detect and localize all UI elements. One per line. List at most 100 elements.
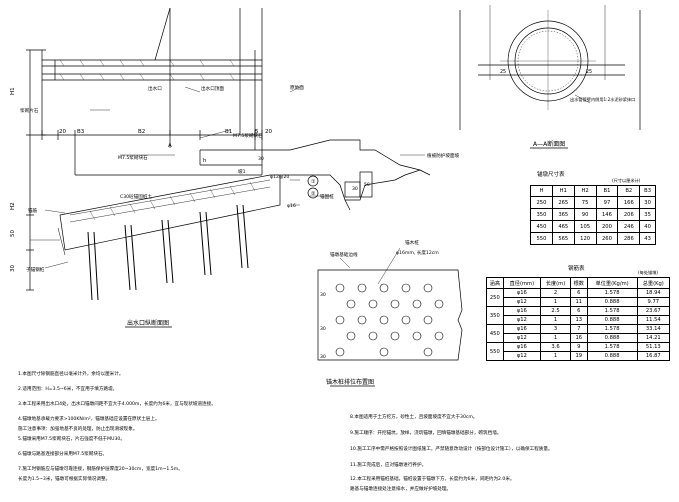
cell: 9.77 xyxy=(636,297,671,307)
cell: φ12 xyxy=(502,315,542,325)
cell: 3.6 xyxy=(540,342,571,352)
cell: 35 xyxy=(639,208,656,221)
size-h-H2: H2 xyxy=(573,185,597,197)
marker-1: ① xyxy=(311,179,316,185)
rebar-table-unit: (每处锚墩) xyxy=(638,269,658,276)
cell: 450 xyxy=(486,324,504,343)
cell: 265 xyxy=(551,196,575,209)
callout-slope: 坡1 xyxy=(238,168,246,175)
cell: 1 xyxy=(540,351,571,361)
rebar-table-title: 钢筋表 xyxy=(568,264,585,272)
cell: φ16 xyxy=(502,306,542,316)
dim-30-box: 30 xyxy=(352,186,358,192)
marker-2: ② xyxy=(311,191,316,197)
cell: 30 xyxy=(639,196,656,209)
plan-callout-right: 锚木桩 xyxy=(405,239,419,246)
dim-30-mid: 30 xyxy=(258,156,264,162)
callout-pipe-top: 出水口顶面 xyxy=(201,85,224,92)
plan-title: 锚木桩排位布置图 xyxy=(326,378,374,386)
dim-H1: H1 xyxy=(10,87,16,95)
cell: 19 xyxy=(569,351,588,361)
cell: 166 xyxy=(617,196,641,209)
cell: 90 xyxy=(573,208,597,221)
cell: 6 xyxy=(569,306,588,316)
cell: 18.94 xyxy=(636,288,671,298)
note-line: 2.适用范围：H=3.5~6米，不宜用于填方路堤。 xyxy=(18,387,118,392)
cell: 40 xyxy=(639,220,656,233)
pile-plan xyxy=(317,247,463,387)
cell: 2.5 xyxy=(540,306,571,316)
size-h-H1: H1 xyxy=(551,185,575,197)
cell: 246 xyxy=(617,220,641,233)
plan-dim-30-top: 30 xyxy=(320,292,326,298)
cell: 450 xyxy=(530,220,553,233)
table-row: 250 265 75 97 166 30 xyxy=(530,196,656,209)
cell: 565 xyxy=(551,232,575,245)
cell: 120 xyxy=(573,232,597,245)
dim-20-right: 20 xyxy=(265,129,272,135)
size-h-H: H xyxy=(530,185,553,197)
cell: φ12 xyxy=(502,351,542,361)
note-line: 1.本图尺寸除钢筋直径以毫米计外，余均以厘米计。 xyxy=(18,372,124,377)
note-line: 10.施工工序中需严格按照设计图纸施工，严禁随意改动设计（按部位设计施工），以确… xyxy=(350,447,553,452)
plan-dim-30-bot: 30 xyxy=(320,354,326,360)
dim-B1: B1 xyxy=(225,129,232,135)
cell: 33.14 xyxy=(636,324,671,334)
cell: 365 xyxy=(551,208,575,221)
aa-labels: 25 25 出水管管壁内侧用1:2水泥砂浆抹口 A—A断面图 xyxy=(500,69,635,148)
dim-H2: H2 xyxy=(10,202,16,210)
notes-left: 1.本图尺寸除钢筋直径以毫米计外，余均以厘米计。 2.适用范围：H=3.5~6米… xyxy=(18,372,216,492)
dim-50-box: 50 xyxy=(364,182,370,188)
note-line: 5.锚墩采用M7.5浆砌块石，片石强度不低于MU30。 xyxy=(18,437,125,442)
size-table: H H1 H2 B1 B2 B3 250 265 75 97 166 30 35… xyxy=(530,185,656,245)
cell: 1 xyxy=(540,297,571,307)
note-line: 3.本工程采用出水口4处，出水口锚墩间距不宜大于4.000m，长度约为6米，宜与… xyxy=(18,402,216,407)
note-line: 长度为1.5~3米，锚墩可根据实际情况调整。 xyxy=(18,477,111,482)
size-table-header: H H1 H2 B1 B2 B3 xyxy=(530,185,656,197)
note-line: 4.锚墩地基承载力要求>100KN/m²，锚墩基础应设置在原状土层上。 xyxy=(18,417,160,422)
section-title: 出水口纵断面图 xyxy=(127,319,169,327)
rebar-h-height: 涵高 xyxy=(486,277,504,289)
table-row: 350 365 90 146 206 35 xyxy=(530,208,656,221)
outlet-longitudinal-section xyxy=(26,7,431,328)
table-row: 550 φ16 3.6 9 1.578 51.13 xyxy=(486,342,671,361)
callout-mortar: M7.5浆砌块石 xyxy=(118,154,148,161)
callout-rebar: φ12@20 xyxy=(270,174,289,180)
dim-B2: B2 xyxy=(138,129,145,135)
cell: 260 xyxy=(595,232,619,245)
note-line: 施工注意事项：加强地基不良的处理，防止出现滑坡现象。 xyxy=(18,427,138,432)
note-line: 7.施工时钢筋应与锚墩可靠连接，钢筋保护层厚度20~30cm，宽度1m~1.5m… xyxy=(18,467,183,472)
cell: 1 xyxy=(540,333,571,343)
callout-rebar-bottom: 锚筋 xyxy=(28,207,38,214)
size-table-unit: (尺寸以厘米计) xyxy=(612,177,641,184)
dim-50: 50 xyxy=(10,230,16,237)
plan-labels: 锚墩基础边线 锚木桩 φ16mm, 长度12cm 30 30 30 锚木桩排位布… xyxy=(320,239,439,386)
label-h: h xyxy=(203,158,207,164)
cell: 0.888 xyxy=(586,297,638,307)
note-line: 路基与锚墩连接处注意排水，并应做好护坡处理。 xyxy=(350,487,452,492)
cell: 16.87 xyxy=(636,351,671,361)
rebar-h-count: 根数 xyxy=(569,277,588,289)
cell: φ16 xyxy=(502,324,542,334)
cell: 1.578 xyxy=(586,324,638,334)
cell: 13 xyxy=(569,315,588,325)
cell: 0.888 xyxy=(586,333,638,343)
note-line: 12.本工程采用锚桩基础，锚桩设置于锚墩下方，长度约为6米，间距约为2.0米。 xyxy=(350,477,515,482)
label-A: A xyxy=(168,143,172,149)
aa-title: A—A断面图 xyxy=(533,140,565,148)
plan-dim-30-mid: 30 xyxy=(320,326,326,332)
cell: φ16 xyxy=(502,288,542,298)
cell: 105 xyxy=(573,220,597,233)
callout-stone-left: 浆砌片石 xyxy=(20,107,39,114)
cell: 550 xyxy=(530,232,553,245)
cell: 1.578 xyxy=(586,306,638,316)
aa-section xyxy=(459,5,641,149)
cell: 23.67 xyxy=(636,306,671,316)
cell: 350 xyxy=(486,306,504,325)
callout-grass: 植被防护坡面坡 xyxy=(427,152,460,159)
cell: 250 xyxy=(486,288,504,307)
size-h-B3: B3 xyxy=(639,185,656,197)
callout-land: 原地面 xyxy=(290,84,304,91)
callout-outlet-top: 出水口 xyxy=(148,85,162,92)
rebar-h-unitwt: 单位重(Kg/m) xyxy=(586,277,638,289)
